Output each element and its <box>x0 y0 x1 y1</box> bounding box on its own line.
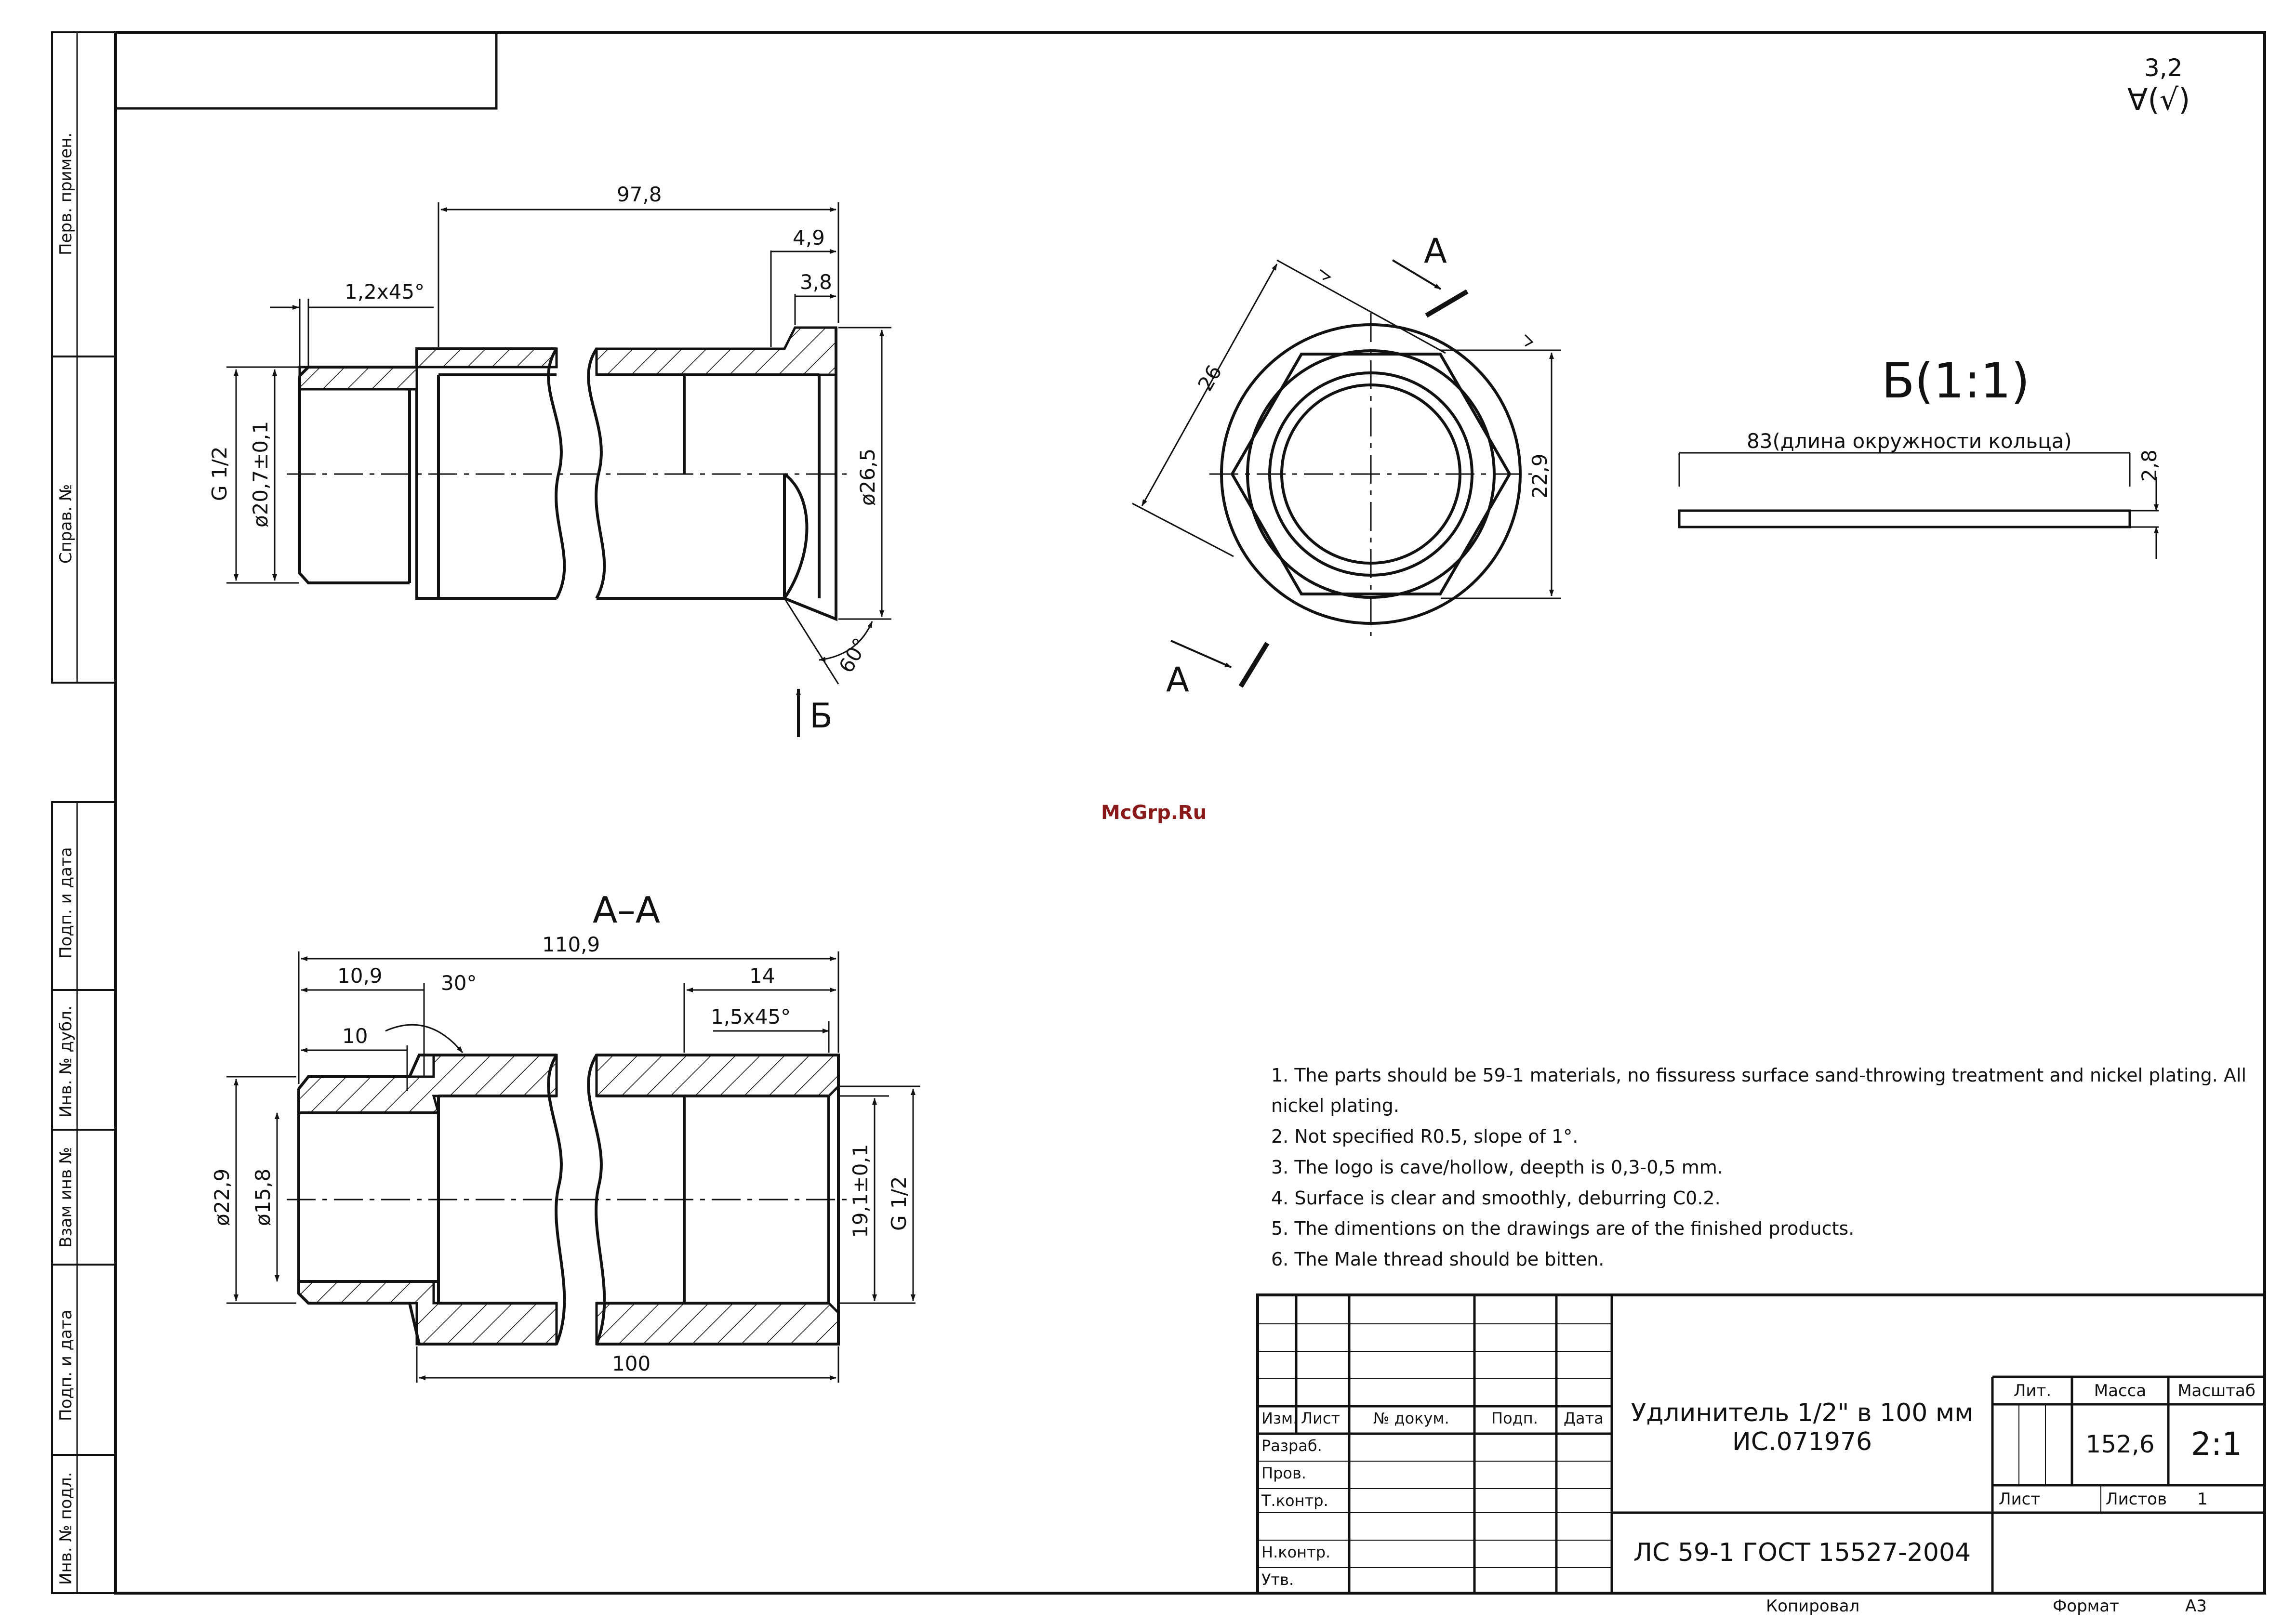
tb-razrab: Разраб. <box>1261 1437 1322 1455</box>
side-view: 97,8 4,9 3,8 1,2x45° G 1/2 ø20,7±0,1 ø26… <box>208 183 891 737</box>
strip-vzam-inv: Взам инв № <box>56 1147 76 1248</box>
strip-sprav-no: Справ. № <box>56 484 76 564</box>
section-aa: А–А <box>210 889 920 1383</box>
note-line-6: 6. The Male thread should be bitten. <box>1271 1249 1604 1270</box>
dim-14: 14 <box>749 964 775 988</box>
section-a-label-bottom: А <box>1166 660 1189 699</box>
sheet-frame <box>51 31 2266 1595</box>
front-view <box>1132 259 1561 688</box>
dim-30-deg: 30° <box>441 971 477 995</box>
side-view-hatch-top-right <box>595 326 837 376</box>
dim-1-5x45: 1,5x45° <box>711 1005 791 1029</box>
tb-listov-label: Листов <box>2106 1490 2167 1509</box>
tb-n-dokum: № докум. <box>1373 1409 1449 1427</box>
title-block-text: Изм. Лист № докум. Подп. Дата Разраб. Пр… <box>1261 1381 2256 1616</box>
tb-format-label: Формат <box>2053 1597 2119 1616</box>
strip-perv-primen: Перв. примен. <box>56 132 76 255</box>
detail-b: Б(1:1) 83(длина окружности кольца) 2,8 <box>1678 353 2161 559</box>
tb-masshtab-label: Масштаб <box>2177 1381 2256 1400</box>
dim-110-9: 110,9 <box>542 933 600 956</box>
note-line-1: 1. The parts should be 59-1 materials, n… <box>1271 1065 2246 1086</box>
roughness-symbol: 3,2 ∀(√) <box>2127 54 2190 117</box>
note-line-3: 3. The logo is cave/hollow, deepth is 0,… <box>1271 1157 1723 1178</box>
strip-inv-dubl: Инв. № дубл. <box>56 1005 76 1118</box>
dim-d22-9: ø22,9 <box>210 1169 234 1226</box>
section-aa-outline <box>297 1054 840 1346</box>
tb-prov: Пров. <box>1261 1464 1306 1482</box>
note-line-5: 5. The dimentions on the drawings are of… <box>1271 1218 1854 1239</box>
technical-notes: 1. The parts should be 59-1 materials, n… <box>1271 1065 2246 1270</box>
view-b-label: Б <box>810 696 833 736</box>
dim-10-9: 10,9 <box>337 964 383 988</box>
dim-overall-97-8: 97,8 <box>617 183 662 206</box>
left-strip-labels: Перв. примен. Справ. № Подп. и дата Инв.… <box>56 132 76 1585</box>
side-view-hatch-top-left <box>298 347 558 391</box>
section-aa-title: А–А <box>593 889 660 931</box>
side-view-dimensions <box>226 202 891 685</box>
dim-4-9: 4,9 <box>793 226 825 250</box>
section-aa-hatch-bottom-left <box>297 1280 558 1346</box>
tb-lit-label: Лит. <box>2014 1381 2051 1400</box>
dim-10: 10 <box>342 1024 368 1048</box>
section-aa-hatch-bottom-right <box>595 1302 840 1346</box>
title-block <box>1256 1293 2266 1595</box>
detail-b-length: 83(длина окружности кольца) <box>1747 429 2072 453</box>
section-aa-hatch-top-left <box>297 1054 558 1114</box>
note-line-4: 4. Surface is clear and smoothly, deburr… <box>1271 1188 1721 1209</box>
tb-massa-label: Масса <box>2094 1381 2146 1400</box>
tb-massa-value: 152,6 <box>2085 1430 2154 1458</box>
tb-tkontr: Т.контр. <box>1261 1491 1328 1510</box>
roughness-value: 3,2 <box>2144 54 2183 82</box>
dim-100: 100 <box>612 1352 650 1375</box>
dim-d20-7: ø20,7±0,1 <box>249 421 272 528</box>
section-aa-hatch-top-right <box>595 1054 840 1097</box>
note-line-2: 2. Not specified R0.5, slope of 1°. <box>1271 1126 1578 1147</box>
note-line-1b: nickel plating. <box>1271 1095 1399 1116</box>
tb-title-line2: ИС.071976 <box>1732 1427 1872 1456</box>
dim-19-1: 19,1±0,1 <box>849 1144 872 1238</box>
tb-podp: Подп. <box>1491 1409 1538 1427</box>
tb-listov-value: 1 <box>2197 1490 2208 1509</box>
tb-masshtab-value: 2:1 <box>2191 1425 2242 1463</box>
dim-thread-g12: G 1/2 <box>208 447 231 501</box>
dim-g12-female: G 1/2 <box>887 1176 911 1231</box>
strip-inv-podl: Инв. № подл. <box>56 1472 76 1585</box>
tb-nkontr: Н.контр. <box>1261 1543 1330 1561</box>
tb-izm: Изм. <box>1261 1409 1298 1427</box>
dim-22-9: 22,9 <box>1528 453 1552 499</box>
tb-list: Лист <box>1301 1409 1340 1427</box>
tb-format-value: А3 <box>2185 1597 2207 1616</box>
section-a-label-top: А <box>1424 231 1447 271</box>
dim-26: 26 <box>1193 361 1226 395</box>
dim-d26-5: ø26,5 <box>856 449 879 506</box>
dim-chamfer-1-2: 1,2x45° <box>345 280 425 303</box>
section-aa-dimensions <box>226 951 920 1383</box>
dim-angle-60: 60° <box>834 634 873 677</box>
tb-utv: Утв. <box>1261 1570 1294 1589</box>
strip-podp-data-2: Подп. и дата <box>56 1309 76 1421</box>
tb-kopiroval: Копировал <box>1766 1597 1859 1616</box>
watermark: McGrp.Ru <box>1101 802 1207 824</box>
dim-d15-8: ø15,8 <box>251 1169 275 1226</box>
dim-3-8: 3,8 <box>800 270 832 294</box>
detail-b-height: 2,8 <box>2137 449 2161 482</box>
tb-material: ЛС 59-1 ГОСТ 15527-2004 <box>1633 1538 1971 1567</box>
tb-title-line1: Удлинитель 1/2" в 100 мм <box>1631 1399 1974 1427</box>
tb-data: Дата <box>1564 1409 1604 1427</box>
tb-list-label: Лист <box>1999 1490 2040 1509</box>
roughness-mark: ∀(√) <box>2127 82 2190 117</box>
strip-podp-data-1: Подп. и дата <box>56 847 76 959</box>
detail-b-title: Б(1:1) <box>1882 353 2030 409</box>
